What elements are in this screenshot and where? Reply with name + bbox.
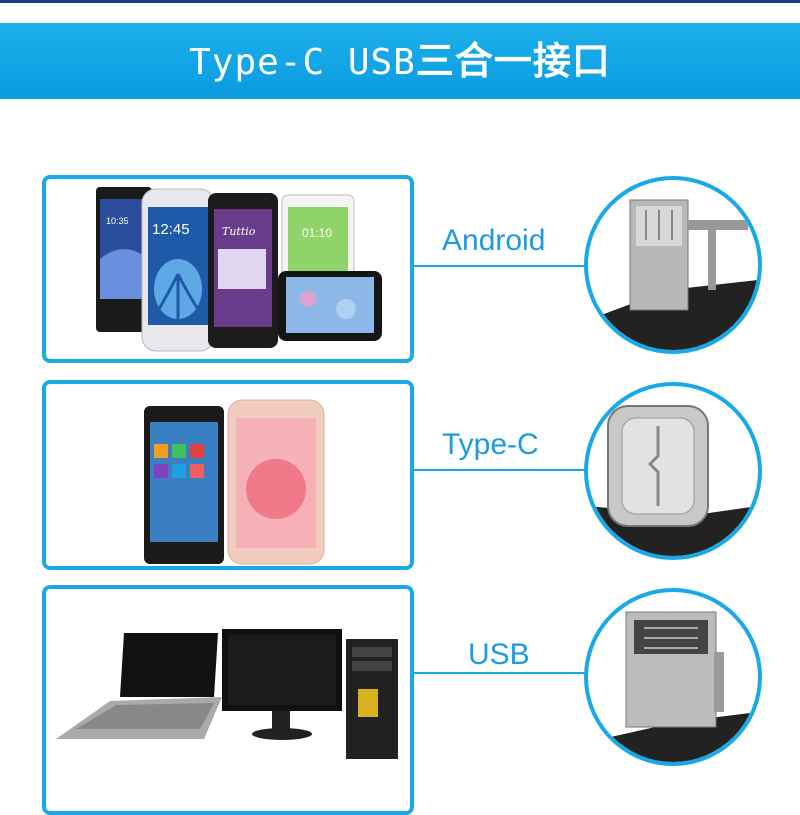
banner-title: Type-C USB三合一接口 [0,23,800,99]
android-devices-box: 10:35 12:45 Tuttio 01:10 [42,175,414,363]
micro-usb-connector-icon [588,199,758,350]
phone-image: 10:35 [96,187,152,332]
usb-devices-box [42,585,414,815]
desktop-tower-image [346,639,398,759]
typec-phones-illustration [144,399,325,565]
phone-time: 01:10 [302,226,332,240]
android-label: Android [442,224,546,257]
phone-time: 10:35 [106,216,129,226]
usb-connector-line [414,672,586,674]
micro-usb-connector-circle [584,176,762,354]
phone-time: 12:45 [152,221,190,238]
top-divider [0,0,800,7]
android-connector-line [414,265,586,267]
usb-connector-circle [584,588,762,766]
monitor-image [222,629,342,740]
phone-image [144,406,224,564]
app-name: Tuttio [222,225,256,238]
computers-illustration [56,629,398,759]
laptop-image [56,633,222,739]
phone-image [227,399,325,565]
typec-label: Type-C [442,428,539,461]
android-phones-illustration: 10:35 12:45 Tuttio 01:10 [96,187,382,352]
typec-connector-line [414,469,586,471]
banner-title-chinese: 三合一接口 [415,39,611,83]
phone-image: Tuttio [208,193,278,348]
typec-connector-circle [584,382,762,560]
typec-devices-box [42,380,414,570]
usb-connector-icon [588,611,758,762]
banner-title-latin: Type-C USB [189,42,416,83]
phone-image [278,271,382,341]
phone-image: 12:45 [141,188,215,352]
header-banner: Type-C USB三合一接口 [0,23,800,99]
typec-connector-icon [588,405,758,556]
usb-label: USB [468,638,530,671]
